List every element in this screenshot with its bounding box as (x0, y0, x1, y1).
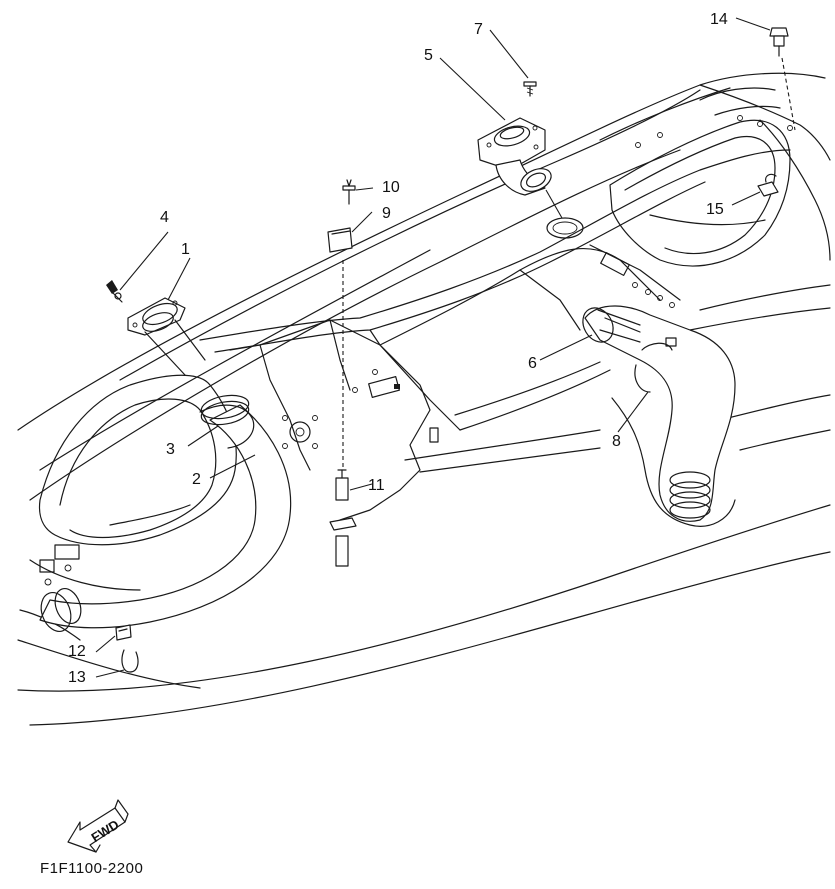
callout-12: 12 (68, 643, 86, 660)
callout-1: 1 (181, 241, 190, 258)
document-code: F1F1100-2200 (40, 860, 144, 877)
callout-numbers: 1 2 3 4 5 6 7 8 9 10 11 12 13 14 15 (68, 11, 728, 686)
part-11-drain (329, 469, 357, 567)
part-1-flange (127, 297, 206, 376)
deck-hole (545, 189, 584, 239)
callout-5: 5 (424, 47, 433, 64)
callout-14: 14 (710, 11, 728, 28)
deck-rim (199, 149, 791, 473)
part-9-grommet (327, 227, 353, 253)
callout-7: 7 (474, 21, 483, 38)
front-opening (29, 374, 237, 591)
part-4-bolt (106, 280, 123, 303)
callout-15: 15 (706, 201, 724, 218)
callout-9: 9 (382, 205, 391, 222)
callout-8: 8 (612, 433, 621, 450)
part-12-plate (115, 624, 132, 641)
hose-2-front-duct (39, 394, 292, 632)
fwd-arrow-icon: FWD (67, 799, 129, 853)
leader-lines (95, 17, 771, 678)
part-10-rivet (342, 179, 356, 205)
rear-opening (609, 87, 793, 308)
hull-outline (17, 72, 831, 726)
callout-10: 10 (382, 179, 400, 196)
part-13-bracket (121, 649, 139, 673)
callout-3: 3 (166, 441, 175, 458)
center-frame (229, 319, 439, 521)
part-7-screw (523, 81, 537, 97)
callout-13: 13 (68, 669, 86, 686)
part-14-bolt (769, 27, 796, 131)
callout-2: 2 (192, 471, 201, 488)
callout-4: 4 (160, 209, 169, 226)
callout-6: 6 (528, 355, 537, 372)
callout-11: 11 (368, 477, 385, 494)
part-5-elbow (477, 117, 552, 196)
part-15-clip (757, 173, 779, 197)
hose-6-rear-duct (582, 305, 736, 527)
